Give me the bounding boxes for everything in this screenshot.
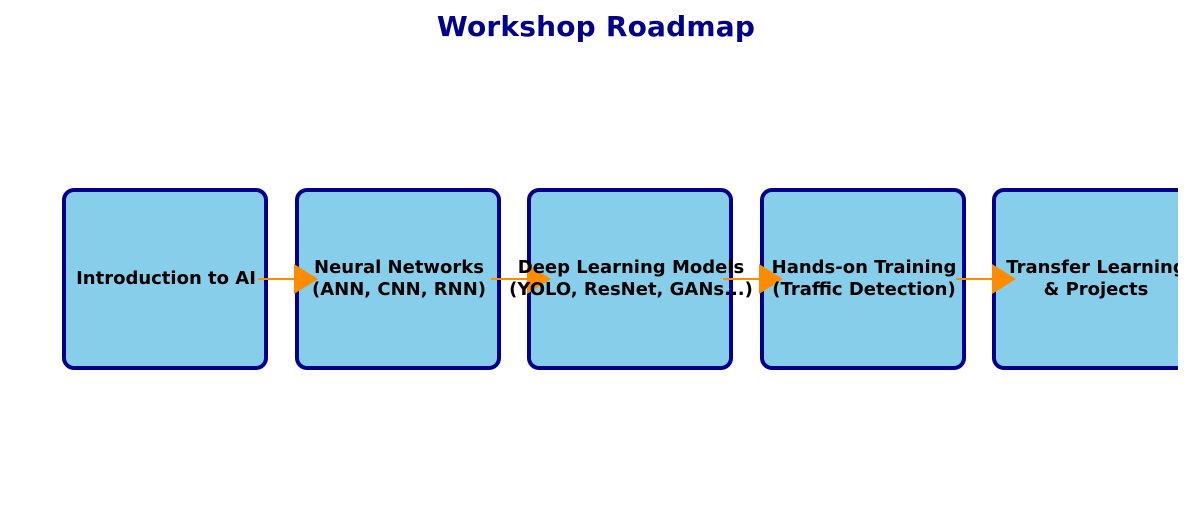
arrow-2 xyxy=(491,264,551,294)
flow-arrows xyxy=(258,264,1016,294)
flow-canvas: Introduction to AI Neural Networks (ANN,… xyxy=(62,188,1178,370)
step-box-deep-learning-models xyxy=(527,188,733,370)
step-box-intro-ai xyxy=(62,188,268,370)
arrow-1 xyxy=(258,264,318,294)
step-box-neural-networks xyxy=(295,188,501,370)
diagram-title: Workshop Roadmap xyxy=(436,10,756,43)
arrow-4 xyxy=(956,264,1016,294)
arrow-3 xyxy=(723,264,783,294)
